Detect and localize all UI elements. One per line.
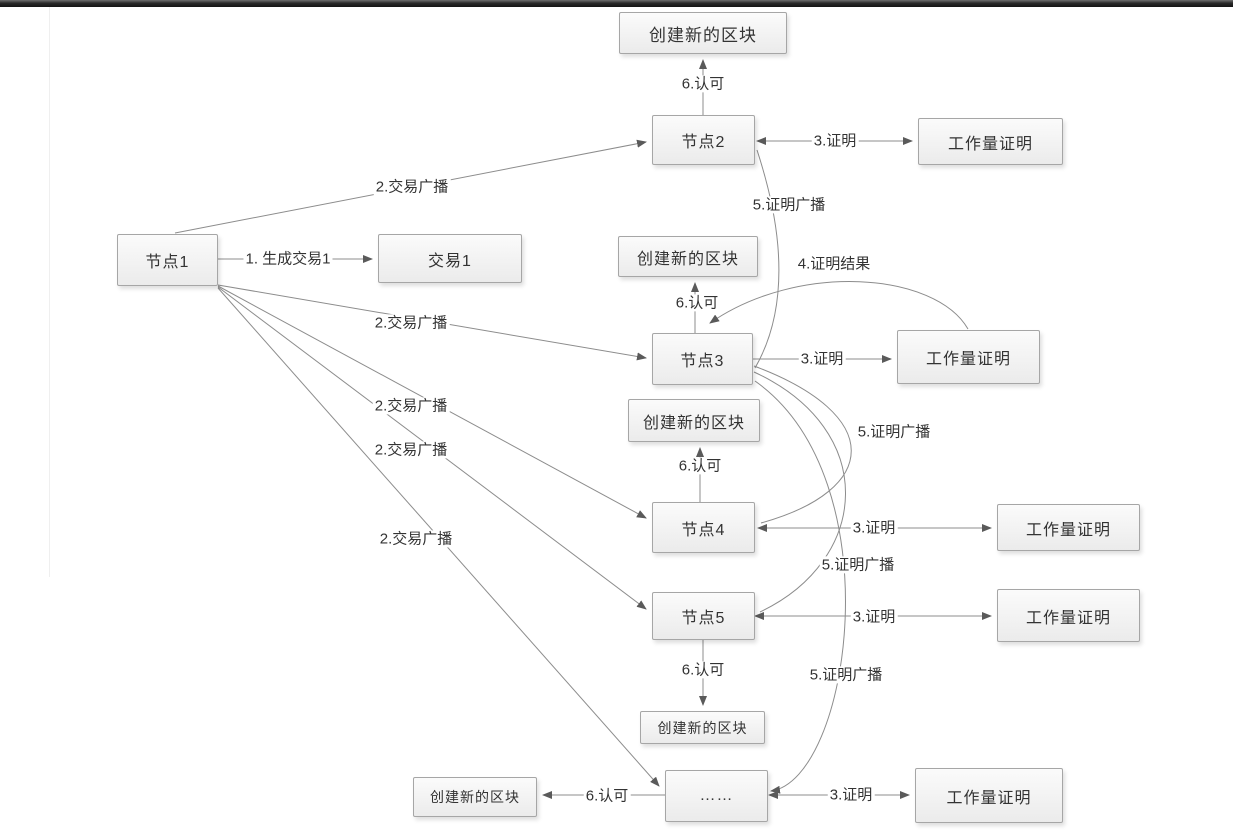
edge-proof-broadcast-node3-to-node2 <box>754 149 780 369</box>
label-tx-broadcast-ellipsis: 2.交易广播 <box>377 530 455 548</box>
new-block-box-node4: 创建新的区块 <box>628 399 760 442</box>
label-tx-broadcast-node4: 2.交易广播 <box>372 397 450 415</box>
node1-box: 节点1 <box>117 234 218 286</box>
edge-proof-broadcast-node3-to-ellipsis <box>754 380 846 794</box>
label-tx-broadcast-node5: 2.交易广播 <box>372 441 450 459</box>
pow-box-node5: 工作量证明 <box>997 589 1140 642</box>
pow-box-node4: 工作量证明 <box>997 504 1140 551</box>
pow-box-ellipsis: 工作量证明 <box>915 768 1063 823</box>
ellipsis-node-box: …… <box>665 770 768 822</box>
label-tx-broadcast-node3: 2.交易广播 <box>372 314 450 332</box>
label-approve-node5: 6.认可 <box>679 661 727 679</box>
node5-box: 节点5 <box>652 592 755 640</box>
label-proof-ellipsis: 3.证明 <box>827 786 875 804</box>
edge-proof-broadcast-node3-to-node5 <box>753 371 846 613</box>
new-block-box-node2: 创建新的区块 <box>619 12 787 54</box>
pow-box-node2: 工作量证明 <box>918 118 1063 165</box>
node2-box: 节点2 <box>652 115 755 165</box>
label-proof-node3: 3.证明 <box>798 350 846 368</box>
label-proof-node5: 3.证明 <box>850 608 898 626</box>
new-block-box-ellipsis: 创建新的区块 <box>413 777 537 817</box>
edge-proof-result-to-node3 <box>709 281 969 330</box>
label-proof-broadcast-node2: 5.证明广播 <box>750 196 828 214</box>
node4-box: 节点4 <box>652 502 755 553</box>
label-proof-broadcast-ellipsis: 5.证明广播 <box>807 666 885 684</box>
label-proof-node4: 3.证明 <box>850 519 898 537</box>
label-approve-ellipsis: 6.认可 <box>583 787 631 805</box>
edge-proof-broadcast-node3-to-node4 <box>753 365 852 524</box>
label-tx-broadcast-node2: 2.交易广播 <box>373 178 451 196</box>
label-proof-node2: 3.证明 <box>811 132 859 150</box>
label-approve-node3: 6.认可 <box>673 294 721 312</box>
transaction1-box: 交易1 <box>378 234 522 283</box>
window-top-edge-bar <box>0 0 1233 7</box>
label-proof-result: 4.证明结果 <box>795 255 873 273</box>
pow-box-node3: 工作量证明 <box>897 330 1040 384</box>
label-proof-broadcast-node5: 5.证明广播 <box>819 556 897 574</box>
label-proof-broadcast-node4: 5.证明广播 <box>855 423 933 441</box>
new-block-box-node5: 创建新的区块 <box>640 711 765 744</box>
node3-box: 节点3 <box>652 333 753 385</box>
label-generate-transaction: 1. 生成交易1 <box>243 250 333 268</box>
page-boundary-line <box>49 7 50 577</box>
label-approve-node4: 6.认可 <box>676 457 724 475</box>
new-block-box-node3: 创建新的区块 <box>618 236 758 277</box>
label-approve-node2: 6.认可 <box>679 75 727 93</box>
